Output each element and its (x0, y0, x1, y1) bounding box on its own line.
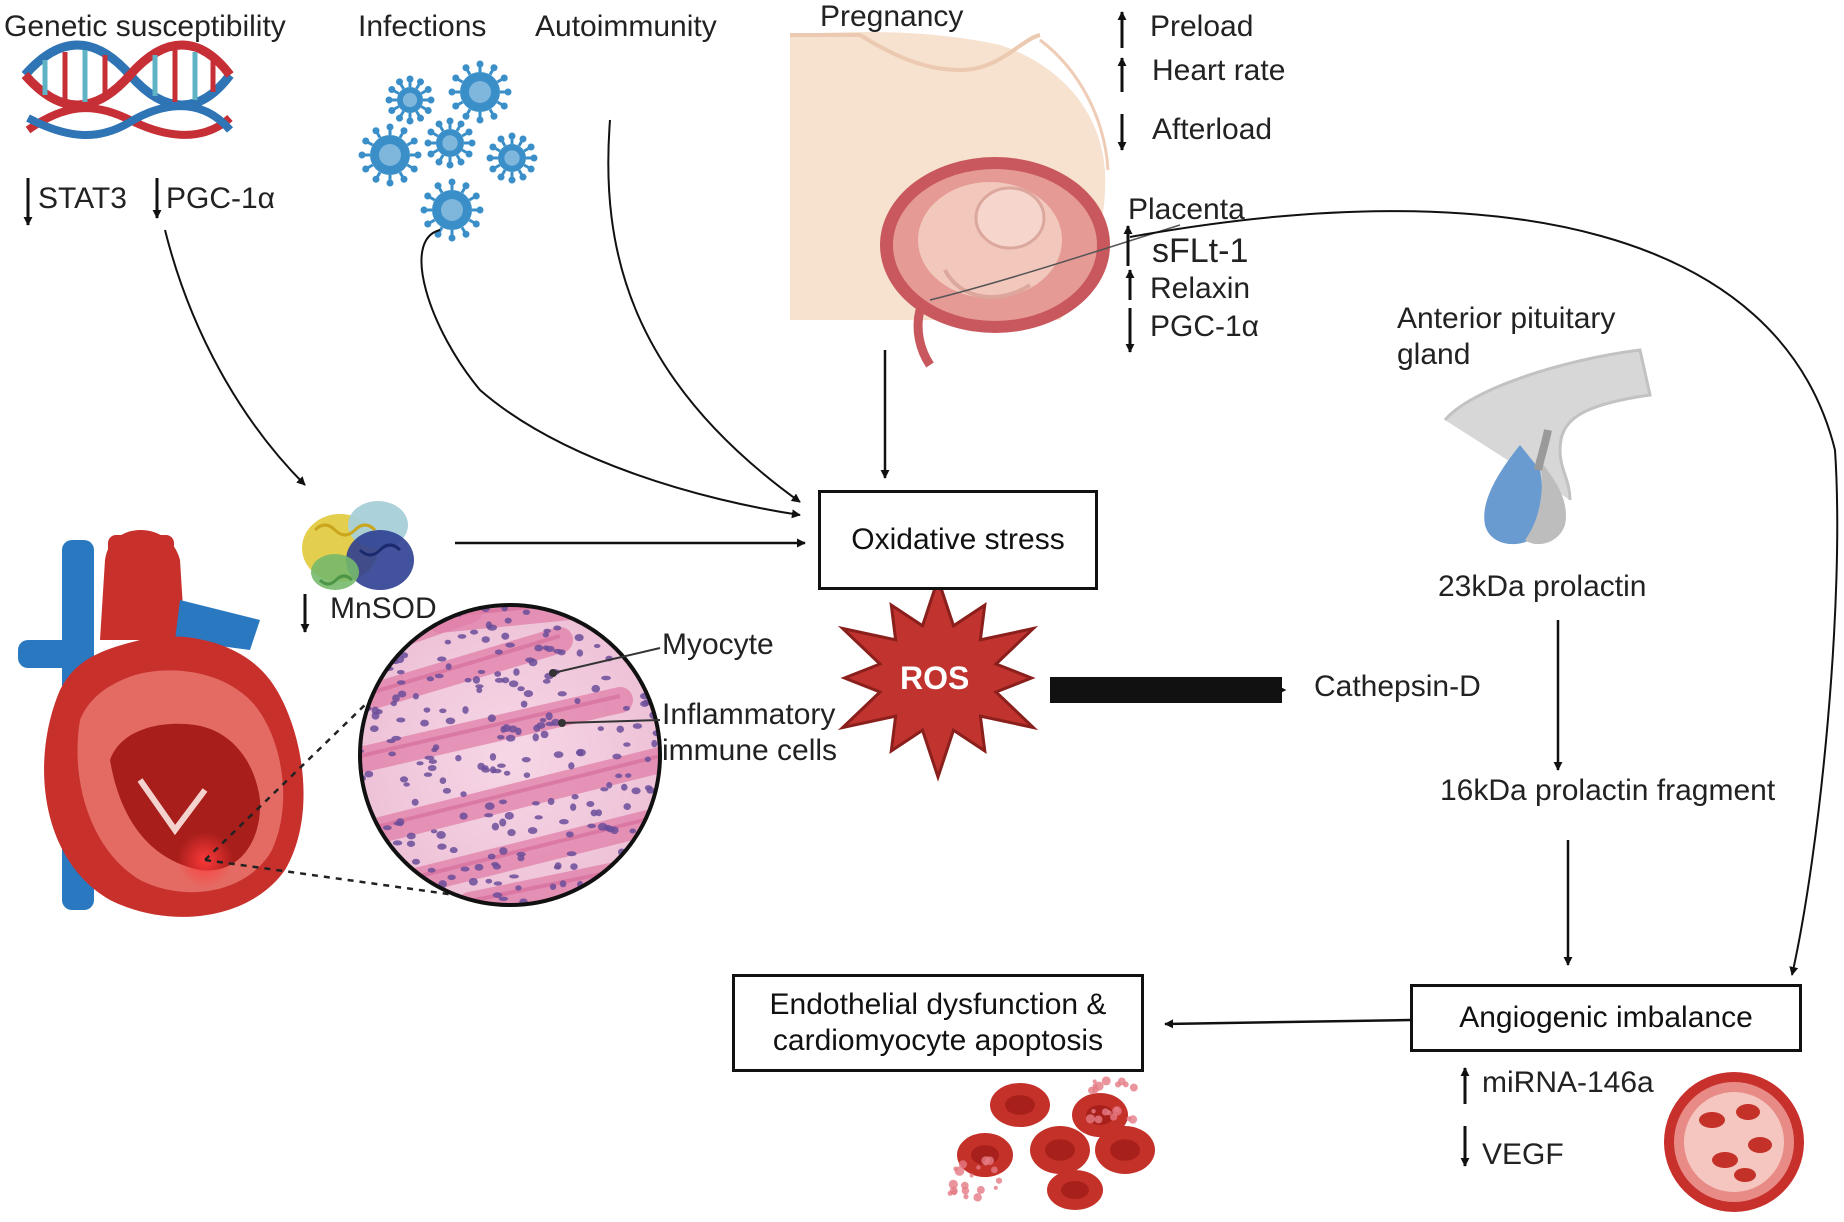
endothelial-text-line2: cardiomyocyte apoptosis (772, 1024, 1104, 1057)
oxidative-stress-text: Oxidative stress (851, 523, 1065, 556)
label-afterload: Afterload (1152, 113, 1273, 146)
label-relaxin: Relaxin (1150, 272, 1251, 305)
label-genetic-susceptibility: Genetic susceptibility (4, 10, 286, 43)
arrow-autoimmunity-to-oxidative (607, 119, 801, 503)
red-blood-cells-icon (947, 1076, 1155, 1210)
label-stat3: STAT3 (38, 182, 127, 215)
label-anterior-pituitary-1: Anterior pituitary (1397, 302, 1616, 335)
protein-structure-icon (302, 501, 414, 590)
virus-icon (358, 60, 538, 242)
label-pregnancy: Pregnancy (820, 0, 964, 33)
arrow-genetic-to-mnsod (164, 229, 306, 486)
label-sflt1: sFLt-1 (1152, 232, 1249, 270)
label-heart-rate: Heart rate (1152, 54, 1286, 87)
label-mnsod: MnSOD (330, 592, 437, 625)
label-infections: Infections (358, 10, 487, 43)
endothelial-dysfunction-box: Endothelial dysfunction & cardiomyocyte … (732, 974, 1144, 1072)
angiogenic-imbalance-text: Angiogenic imbalance (1459, 1001, 1753, 1034)
heart-icon (18, 530, 304, 917)
label-ros: ROS (900, 660, 970, 696)
label-vegf: VEGF (1482, 1138, 1564, 1171)
label-placenta: Placenta (1128, 193, 1245, 226)
myocardium-histology-icon (358, 603, 662, 907)
arrow-placenta-to-angiogenic (1129, 210, 1839, 976)
zoom-line-top (204, 699, 371, 861)
label-myocyte: Myocyte (662, 628, 774, 661)
label-pgc1a-genetic: PGC-1α (166, 182, 276, 215)
label-pgc1a-pregnancy: PGC-1α (1150, 310, 1260, 343)
ros-burst-icon (837, 574, 1039, 782)
label-preload: Preload (1150, 10, 1254, 43)
label-cathepsin-d: Cathepsin-D (1314, 670, 1481, 703)
label-inflammatory-1: Inflammatory (662, 698, 836, 731)
endothelial-text-line1: Endothelial dysfunction & (769, 988, 1107, 1021)
pituitary-gland-icon (1443, 348, 1652, 545)
angiogenic-imbalance-box: Angiogenic imbalance (1410, 984, 1802, 1052)
dna-icon-lower (25, 102, 234, 140)
label-inflammatory-2: immune cells (662, 734, 838, 767)
arrow-infections-to-oxidative (420, 229, 801, 519)
label-16kda-prolactin: 16kDa prolactin fragment (1440, 774, 1776, 807)
dna-icon (21, 40, 234, 110)
label-autoimmunity: Autoimmunity (535, 10, 717, 43)
oxidative-stress-box: Oxidative stress (818, 490, 1098, 590)
label-anterior-pituitary-2: gland (1397, 338, 1471, 371)
blood-vessel-icon (1664, 1072, 1804, 1212)
myocyte-pointer (552, 647, 661, 674)
arrow-angiogenic-to-endothelial (1164, 1018, 1411, 1029)
inflammatory-pointer (561, 719, 661, 724)
label-23kda-prolactin: 23kDa prolactin (1438, 570, 1647, 603)
pregnancy-illustration-icon (790, 32, 1181, 368)
label-mirna146a: miRNA-146a (1482, 1066, 1654, 1099)
